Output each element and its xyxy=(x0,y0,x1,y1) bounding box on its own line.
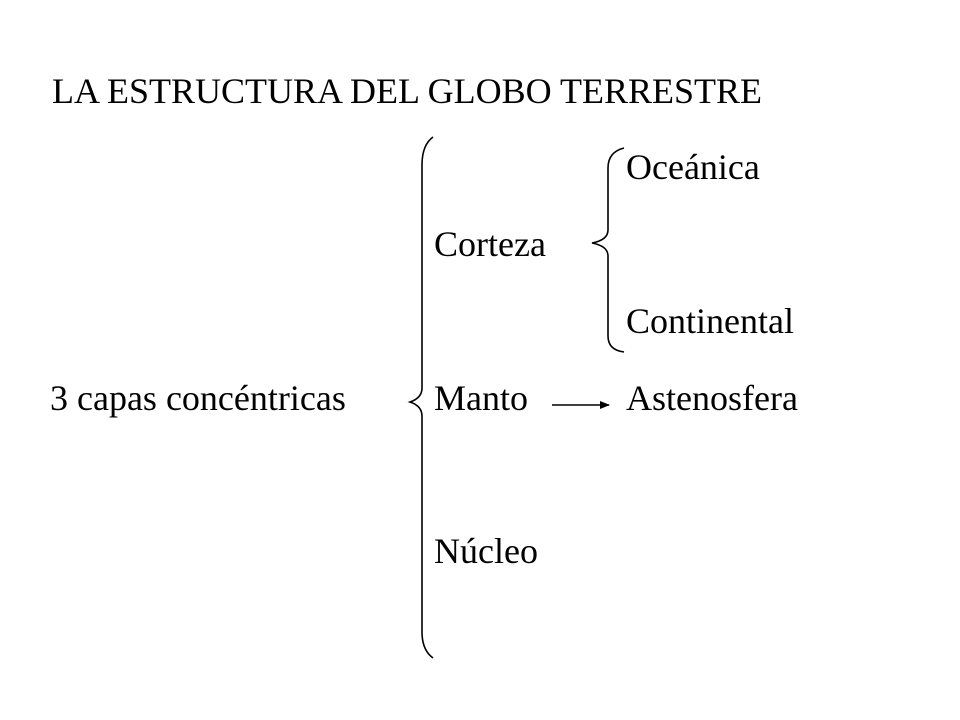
layer-manto-label: Manto xyxy=(434,378,528,418)
corteza-continental-label: Continental xyxy=(626,301,794,341)
corteza-oceanica-label: Oceánica xyxy=(626,147,760,187)
corteza-brace xyxy=(591,147,625,353)
layer-corteza-label: Corteza xyxy=(434,224,546,264)
root-label: 3 capas concéntricas xyxy=(50,378,346,418)
main-brace xyxy=(407,136,434,659)
page-title: LA ESTRUCTURA DEL GLOBO TERRESTRE xyxy=(52,71,763,111)
layer-nucleo-label: Núcleo xyxy=(434,531,538,571)
manto-astenosfera-label: Astenosfera xyxy=(626,378,798,418)
